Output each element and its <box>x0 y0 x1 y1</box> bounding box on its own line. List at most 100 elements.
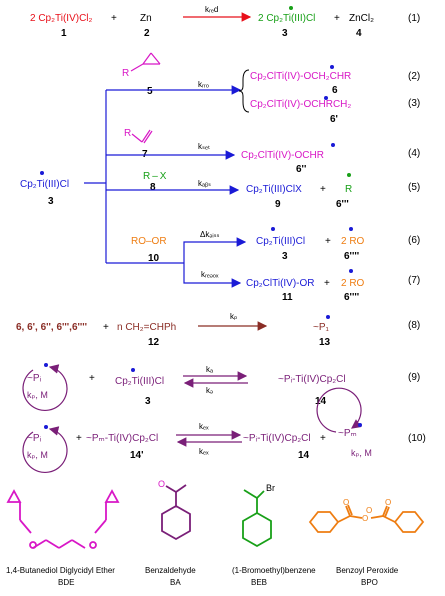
redox-arrow <box>183 263 242 288</box>
radical-dot <box>326 315 330 319</box>
product-6pp: Cp₂ClTi(IV)-OCHR <box>241 150 324 161</box>
eq10-k-forward: kₑₓ <box>199 422 209 431</box>
eq8-plus: + <box>103 322 109 333</box>
k-rro: kᵣᵣₒ <box>198 80 209 89</box>
eq1-product-2: ZnCl₂ <box>349 13 374 24</box>
propagation-loop-icon <box>22 364 68 411</box>
eq1-label-3: 3 <box>282 28 288 39</box>
product-6pp-label: 6'' <box>296 164 306 175</box>
beb-abbr: BEB <box>251 578 267 587</box>
eq10-radical: ~Pᵢ <box>27 433 42 444</box>
center-species: Cp₂Ti(III)Cl 3 <box>20 90 107 263</box>
bpo-atom-4: O <box>385 498 391 507</box>
center-label: 3 <box>48 196 54 207</box>
product-6-prime-label: 6' <box>330 114 338 125</box>
bpo-atom-3: O <box>366 506 372 515</box>
eq1-plus-2: + <box>334 13 340 24</box>
eq8-monomer-label: 12 <box>148 337 160 348</box>
bpo-name: Benzoyl Peroxide <box>336 566 399 575</box>
eq10-product-label: 14 <box>298 450 310 461</box>
eq9-kp: kₚ, M <box>27 390 48 400</box>
branch-aldehyde: R 7 kₛₑₜ Cp₂ClTi(IV)-OCHR 6'' <box>106 128 335 175</box>
bpo-atom-2: O <box>362 514 368 523</box>
beb-bromine: Br <box>266 483 275 493</box>
eq9-k-reverse: kₔ <box>206 386 213 395</box>
radical-dot <box>358 423 362 427</box>
bde-structure <box>6 489 120 549</box>
plus-7: + <box>324 278 330 289</box>
radical-dot <box>289 6 293 10</box>
eq10-plus-1: + <box>76 433 82 444</box>
beb-name: (1-Bromoethyl)benzene <box>232 566 316 575</box>
eq10-kp: kₚ, M <box>27 450 48 460</box>
bpo-atom-1: O <box>343 498 349 507</box>
eq-number-10: (10) <box>408 433 426 444</box>
bpo-structure <box>308 504 425 533</box>
radical-dot <box>347 173 351 177</box>
eq1-rate-constant: kᵣₑd <box>205 5 218 14</box>
eq9-radical: ~Pᵢ <box>27 373 42 384</box>
eq10-product: ~Pᵢ-Ti(IV)Cp₂Cl <box>243 433 311 444</box>
product-3-label: 3 <box>282 251 288 262</box>
eq-number-1: (1) <box>408 13 420 24</box>
eq8-monomer: n CH₂=CHPh <box>117 322 176 333</box>
eq10-radical-2: ~Pₘ <box>338 428 357 439</box>
beb-structure <box>242 489 272 548</box>
eq-number-2: (2) <box>408 71 420 82</box>
eq10-dormant: ~Pₘ-Ti(IV)Cp₂Cl <box>86 433 158 444</box>
ba-oxygen: O <box>158 479 165 489</box>
eq-number-9: (9) <box>408 372 420 383</box>
radical-dot <box>349 269 353 273</box>
branch-epoxide: R 5 kᵣᵣₒ Cp₂ClTi(IV)-OCH₂CHR 6 Cp₂ClTi(I… <box>106 52 351 125</box>
branch-brace <box>238 69 250 113</box>
bpo-atoms: O O O O <box>343 498 391 523</box>
k-set: kₛₑₜ <box>198 142 210 151</box>
product-9-label: 9 <box>275 199 281 210</box>
eq1-label-2: 2 <box>144 28 150 39</box>
equation-numbers: (1) (2) (3) (4) (5) (6) (7) (8) (9) (10) <box>408 13 426 444</box>
eq1-reactant: 2 Cp₂Ti(IV)Cl₂ <box>30 13 93 24</box>
eq10-k-reverse: kₑₓ <box>199 447 209 456</box>
product-6-prime: Cp₂ClTi(IV)-OCHRCH₂ <box>250 99 351 110</box>
eq-number-4: (4) <box>408 148 420 159</box>
eq9-product: ~Pᵢ-Ti(IV)Cp₂Cl <box>278 374 346 385</box>
radical-dot <box>271 227 275 231</box>
eq-number-6: (6) <box>408 235 420 246</box>
product-11-label: 11 <box>282 292 293 303</box>
product-3: Cp₂Ti(III)Cl <box>256 236 305 247</box>
radical-dot <box>331 143 335 147</box>
alkyl-radical-label: 6''' <box>336 199 349 210</box>
product-9: Cp₂Ti(III)ClX <box>246 184 302 195</box>
epoxide-r: R <box>122 68 129 79</box>
propagation-loop-icon <box>22 426 68 473</box>
eq9-plus: + <box>89 373 95 384</box>
alkoxy-radical: 2 RO <box>341 236 365 247</box>
product-6: Cp₂ClTi(IV)-OCH₂CHR <box>250 71 351 82</box>
radical-dot <box>131 368 135 372</box>
eq-number-5: (5) <box>408 182 420 193</box>
eq8-rate-constant: kₚ <box>230 312 237 321</box>
radical-dot <box>330 65 334 69</box>
radical-dot <box>40 171 44 175</box>
branch-peroxide: RO–OR 10 Δkₔᵢₛₛ Cp₂Ti(III)Cl + 2 RO 3 6'… <box>106 227 365 303</box>
eq8-reactants: 6, 6', 6'', 6''',6'''' <box>16 322 87 333</box>
alkoxy-radical-2: 2 RO <box>341 278 365 289</box>
peroxide: RO–OR <box>131 236 167 247</box>
product-6-label: 6 <box>332 85 338 96</box>
peroxide-label: 10 <box>148 253 160 264</box>
product-11: Cp₂ClTi(IV)-OR <box>246 278 315 289</box>
eq1-label-4: 4 <box>356 28 362 39</box>
alkyl-halide: R – X <box>143 171 167 182</box>
eq-number-3: (3) <box>408 98 420 109</box>
eq1-reagent: Zn <box>140 13 152 24</box>
radical-dot <box>44 425 48 429</box>
eq9-ti-label: 3 <box>145 396 151 407</box>
center-ti-iii: Cp₂Ti(III)Cl <box>20 179 69 190</box>
radical-dot <box>349 227 353 231</box>
radical-dot <box>324 96 328 100</box>
epoxide-structure <box>130 52 161 72</box>
epoxide-label: 5 <box>147 86 153 97</box>
diss-arrow <box>183 237 247 263</box>
alkyl-radical: R <box>345 184 352 195</box>
